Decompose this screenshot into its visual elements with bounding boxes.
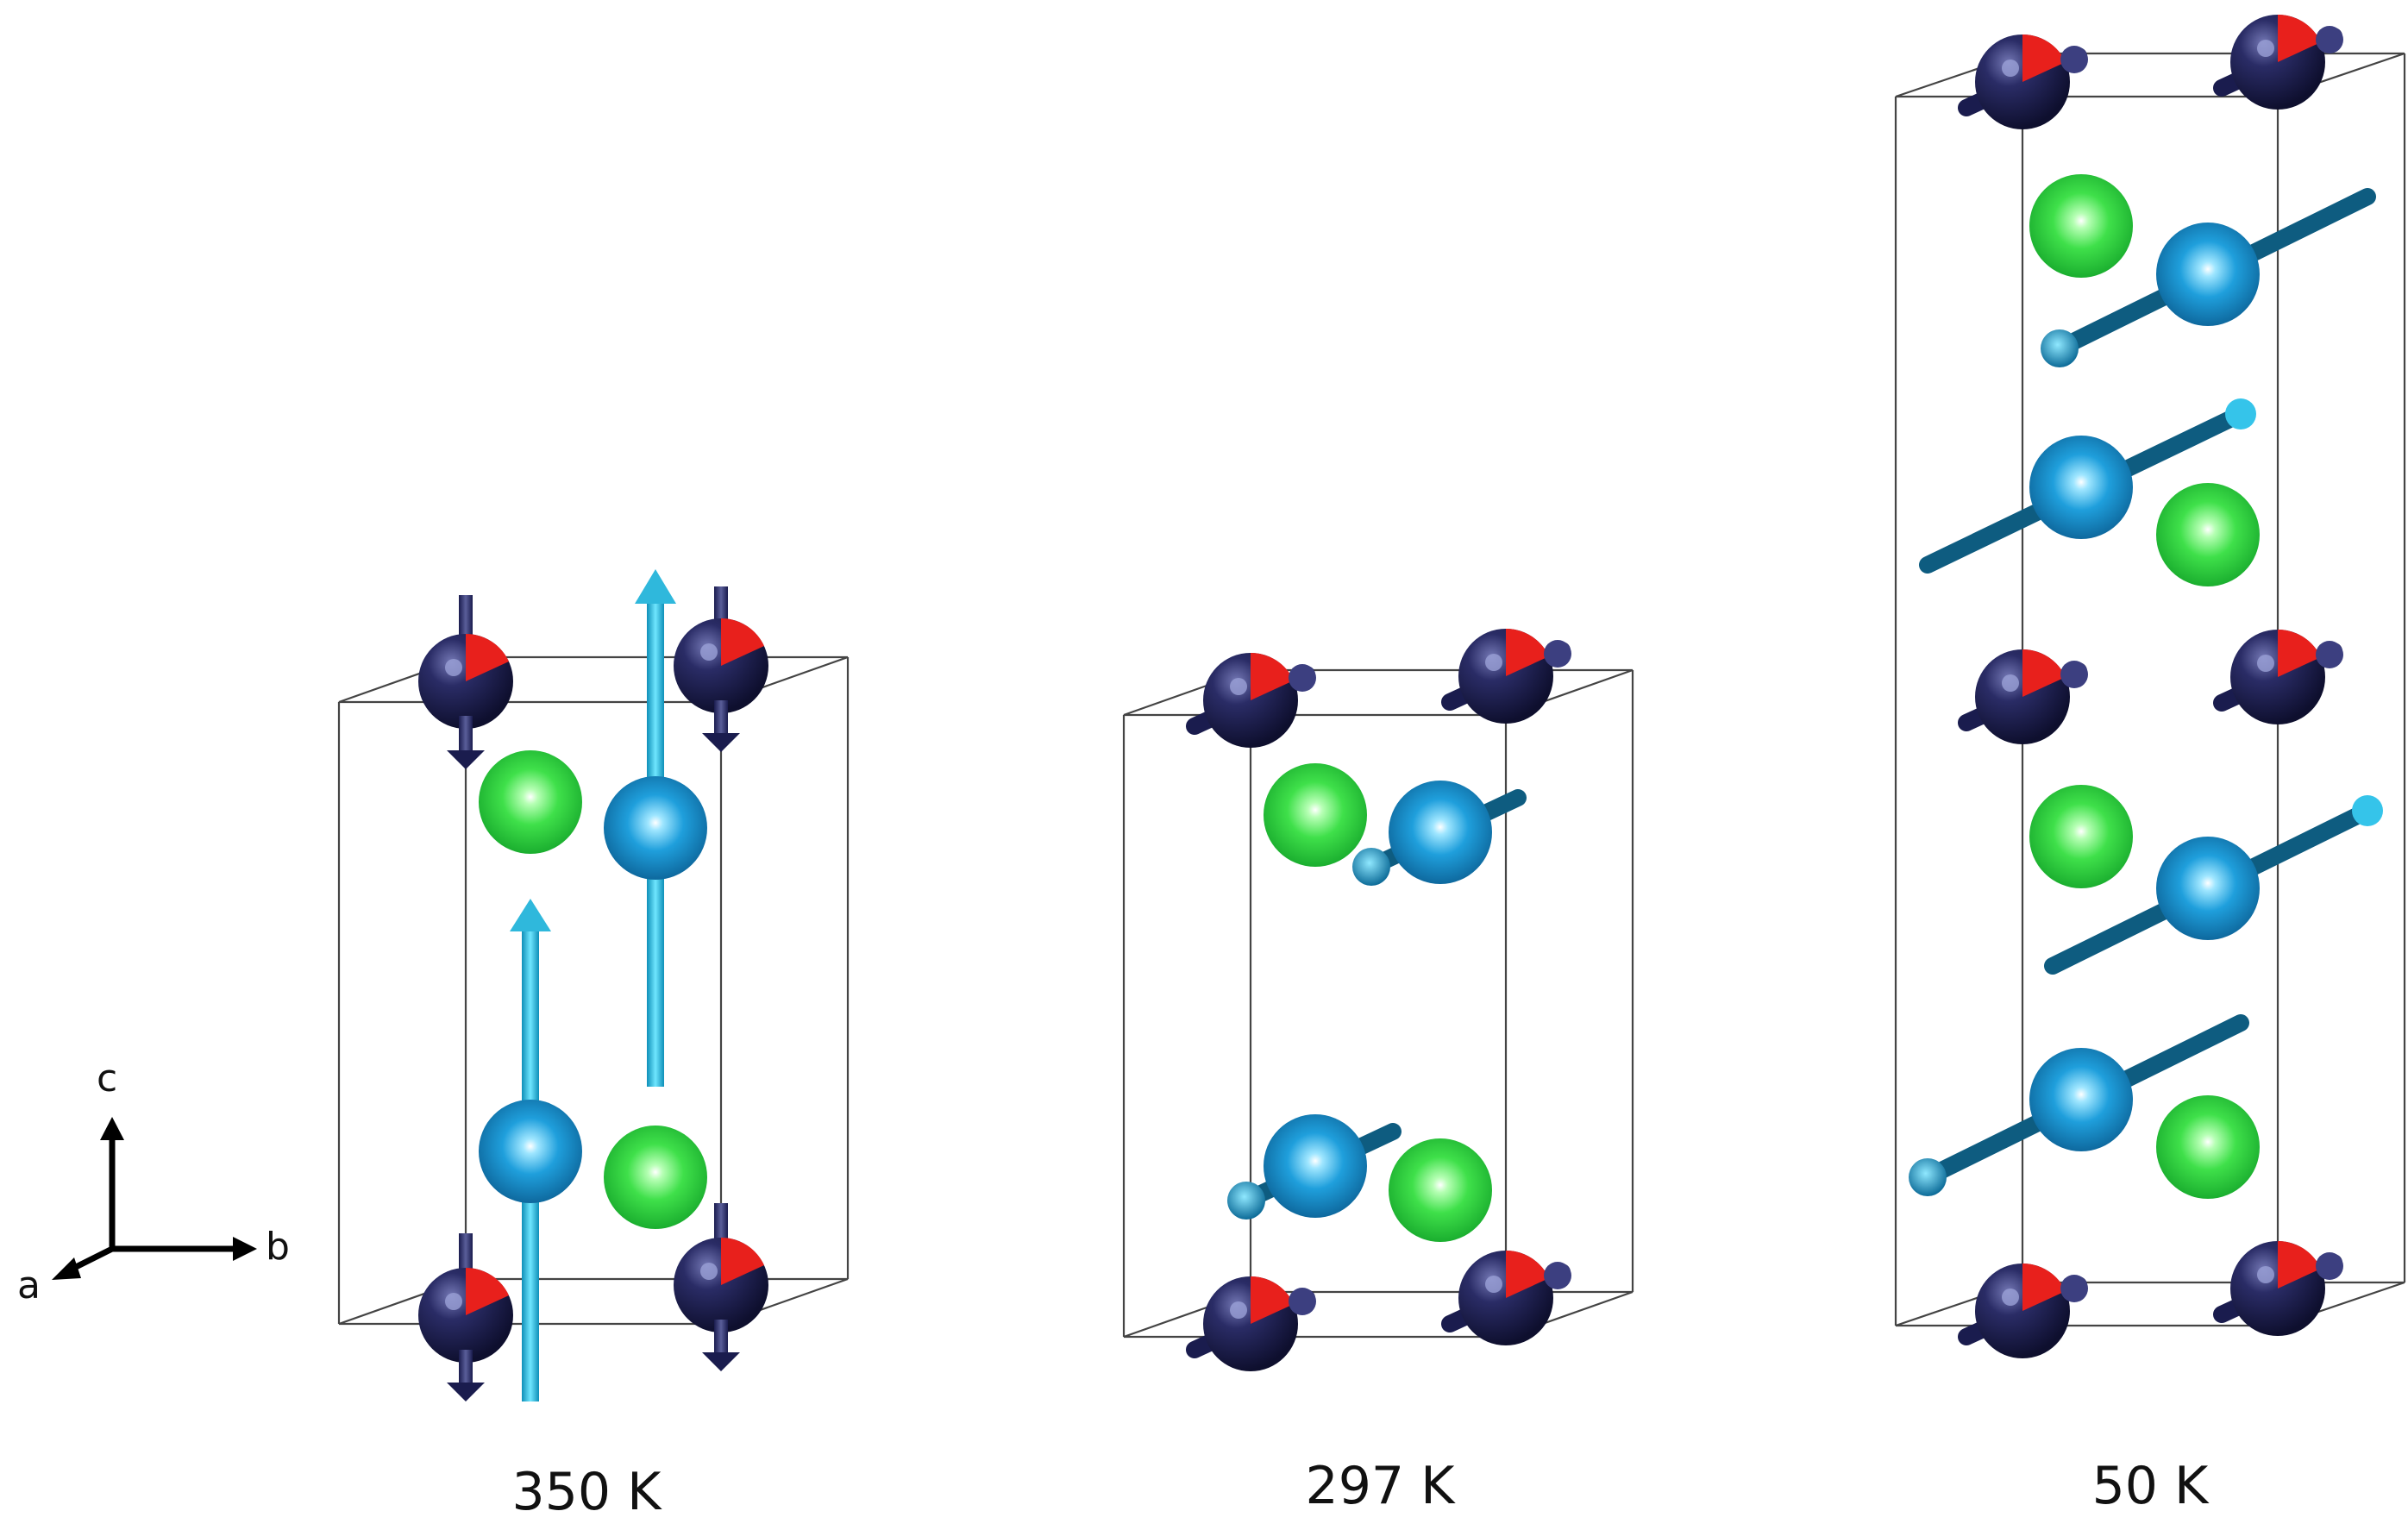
panel-label-50k: 50 K: [2091, 1456, 2209, 1516]
axis-label-b: b: [266, 1225, 290, 1269]
unit-cell-box: [337, 655, 850, 1326]
axis-label-a: a: [17, 1264, 41, 1307]
green-atom: [1389, 1138, 1492, 1242]
blue-atom: [479, 1100, 582, 1203]
dark-atom: [1958, 649, 2088, 744]
green-atom: [604, 1126, 707, 1229]
unit-cell-box: [1894, 52, 2406, 1327]
blue-atom-with-spin: [1919, 398, 2256, 574]
green-atom: [1264, 763, 1367, 867]
panel-label-297k: 297 K: [1305, 1456, 1455, 1516]
unit-cell-box: [1122, 668, 1634, 1339]
axis-label-c: c: [97, 1057, 118, 1100]
green-atom: [2029, 174, 2133, 278]
dark-atom: [1958, 1264, 2088, 1358]
blue-atom-with-spin: [1227, 1114, 1402, 1220]
blue-atom-with-spin: [1352, 781, 1527, 886]
dark-atom: [1441, 629, 1571, 724]
dark-atom: [1186, 1276, 1316, 1371]
green-atom: [479, 750, 582, 854]
blue-atom-with-spin: [1909, 1014, 2249, 1196]
panel-label-350k: 350 K: [511, 1462, 662, 1522]
green-atom: [2156, 483, 2260, 586]
dark-atom: [674, 1203, 768, 1371]
dark-atom: [2213, 630, 2343, 724]
axes-triad: [52, 1117, 257, 1280]
dark-atom: [1441, 1251, 1571, 1345]
dark-atom: [418, 1233, 513, 1401]
dark-atom: [1186, 653, 1316, 748]
blue-atom-with-spin: [2041, 188, 2376, 367]
dark-atom: [1958, 34, 2088, 129]
dark-atom: [674, 586, 768, 752]
blue-atom: [604, 776, 707, 880]
dark-atom: [2213, 14, 2343, 110]
blue-atom-with-spin: [2044, 795, 2383, 975]
panel-350k: [337, 569, 850, 1401]
panel-50k: [1894, 14, 2406, 1358]
panel-297k: [1122, 629, 1634, 1371]
green-atom: [2029, 785, 2133, 888]
green-atom: [2156, 1095, 2260, 1199]
dark-atom: [2213, 1241, 2343, 1336]
dark-atom: [418, 595, 513, 769]
